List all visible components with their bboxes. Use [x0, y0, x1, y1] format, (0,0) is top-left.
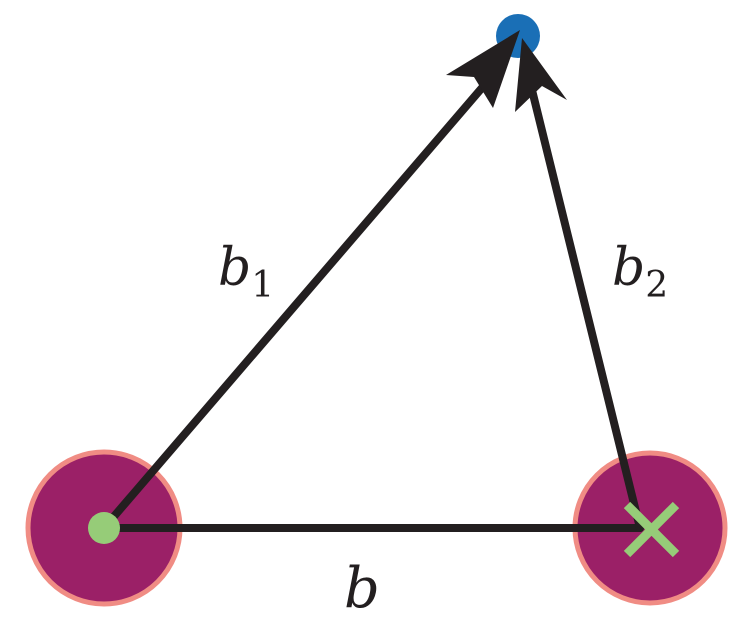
source-point — [88, 512, 120, 544]
label-b2-main: b — [612, 238, 645, 298]
cross-marker-icon — [623, 501, 680, 558]
label-b1-main: b — [218, 238, 251, 298]
vector-b2-arrowhead — [515, 38, 567, 112]
label-b-main: b — [344, 556, 380, 621]
label-b2-subscript: 2 — [645, 265, 668, 306]
label-b: b — [344, 556, 380, 621]
vector-b1-line — [100, 78, 491, 532]
label-b1: b1 — [218, 238, 274, 306]
label-b2: b2 — [612, 238, 668, 306]
vector-b1-arrowhead — [446, 30, 520, 108]
label-b1-subscript: 1 — [251, 265, 274, 306]
vector-b2-line — [526, 78, 644, 532]
